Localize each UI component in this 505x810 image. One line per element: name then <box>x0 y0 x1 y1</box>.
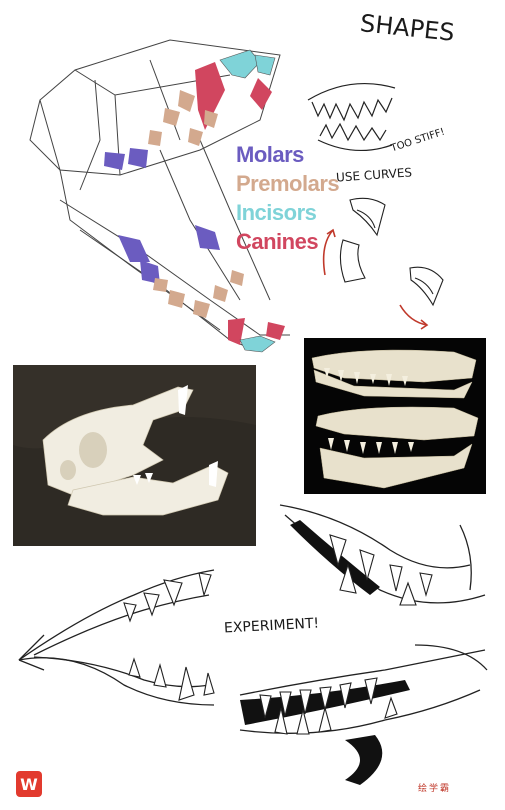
teeth-legend: Molars Premolars Incisors Canines <box>236 140 340 256</box>
use-curves-note: USE CURVES <box>335 165 413 185</box>
crocodile-skull-photo <box>304 338 486 494</box>
watermark-text: 绘学霸 <box>418 784 452 794</box>
stiff-teeth-sketch <box>307 83 396 152</box>
legend-molars: Molars <box>236 142 304 167</box>
grinning-jaw-sketch-bottom <box>239 644 488 785</box>
legend-canines: Canines <box>236 229 319 254</box>
brand-logo: W <box>16 771 42 797</box>
closed-jaw-sketch-top-right <box>279 504 486 606</box>
legend-incisors: Incisors <box>236 200 317 225</box>
experiment-note: EXPERIMENT! <box>223 615 320 637</box>
shapes-heading: SHAPES <box>358 9 456 47</box>
wolf-skull-photo <box>13 365 256 546</box>
open-jaw-sketch-left <box>18 569 215 706</box>
curved-tooth-sketches <box>322 197 444 330</box>
skull-teeth-diagram <box>29 39 290 353</box>
legend-premolars: Premolars <box>236 171 340 196</box>
